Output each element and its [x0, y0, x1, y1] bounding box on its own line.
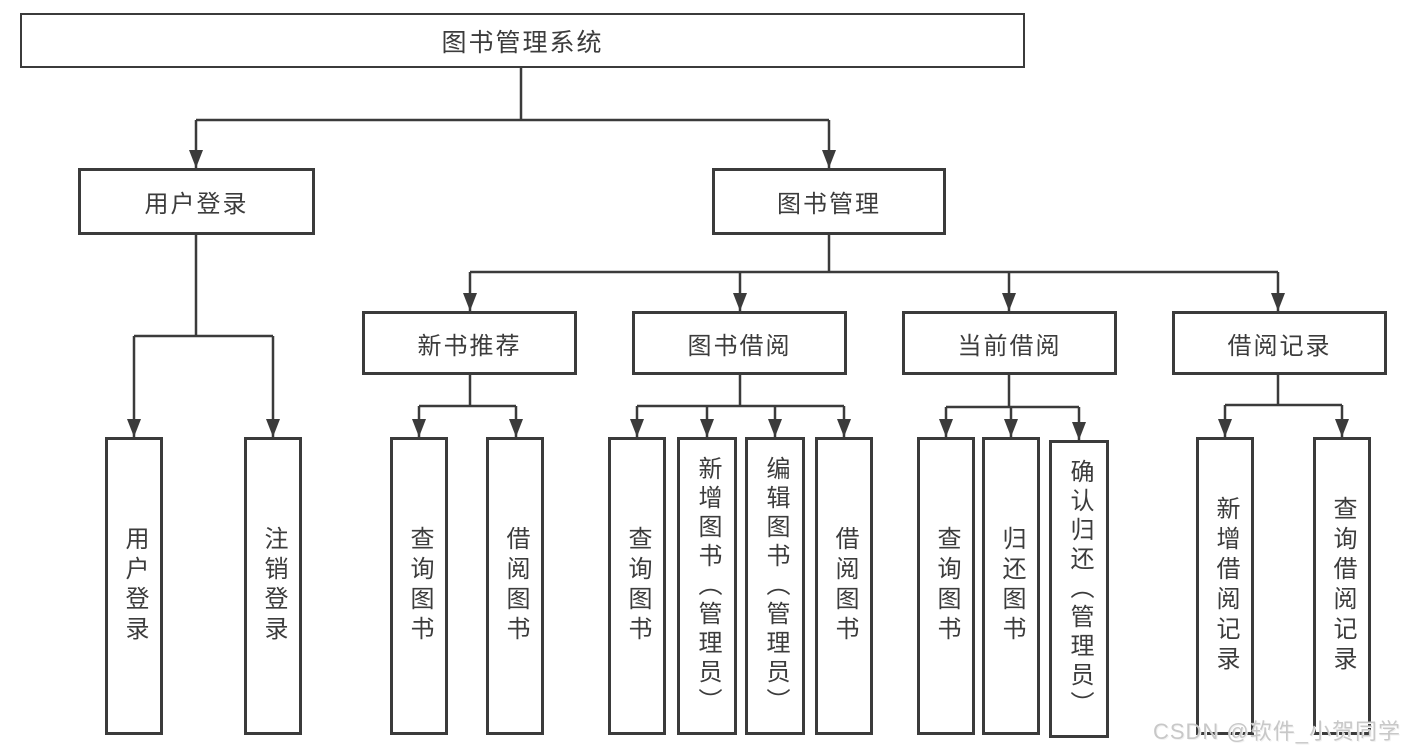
node-leaf-query-books-recommend: 查询图书 [390, 437, 448, 735]
node-leaf-add-borrow-record: 新增借阅记录 [1196, 437, 1254, 735]
node-book-management: 图书管理 [712, 168, 946, 235]
node-leaf-query-books-current: 查询图书 [917, 437, 975, 735]
node-borrowing-records: 借阅记录 [1172, 311, 1387, 375]
node-leaf-query-borrow-record: 查询借阅记录 [1313, 437, 1371, 735]
node-leaf-query-books-borrowing: 查询图书 [608, 437, 666, 735]
node-book-borrowing: 图书借阅 [632, 311, 847, 375]
csdn-watermark: CSDN @软件_小贺同学 [1152, 719, 1401, 744]
node-leaf-user-login: 用户登录 [105, 437, 163, 735]
node-leaf-return-books: 归还图书 [982, 437, 1040, 735]
node-library-management-system: 图书管理系统 [20, 13, 1025, 68]
node-leaf-borrow-books-recommend: 借阅图书 [486, 437, 544, 735]
node-current-borrowing: 当前借阅 [902, 311, 1117, 375]
node-leaf-confirm-return-admin: 确认归还（管理员） [1049, 440, 1109, 738]
node-user-login: 用户登录 [78, 168, 315, 235]
node-leaf-logout: 注销登录 [244, 437, 302, 735]
node-leaf-borrow-books: 借阅图书 [815, 437, 873, 735]
node-new-book-recommend: 新书推荐 [362, 311, 577, 375]
node-leaf-add-books-admin: 新增图书（管理员） [677, 437, 737, 735]
node-leaf-edit-books-admin: 编辑图书（管理员） [745, 437, 805, 735]
